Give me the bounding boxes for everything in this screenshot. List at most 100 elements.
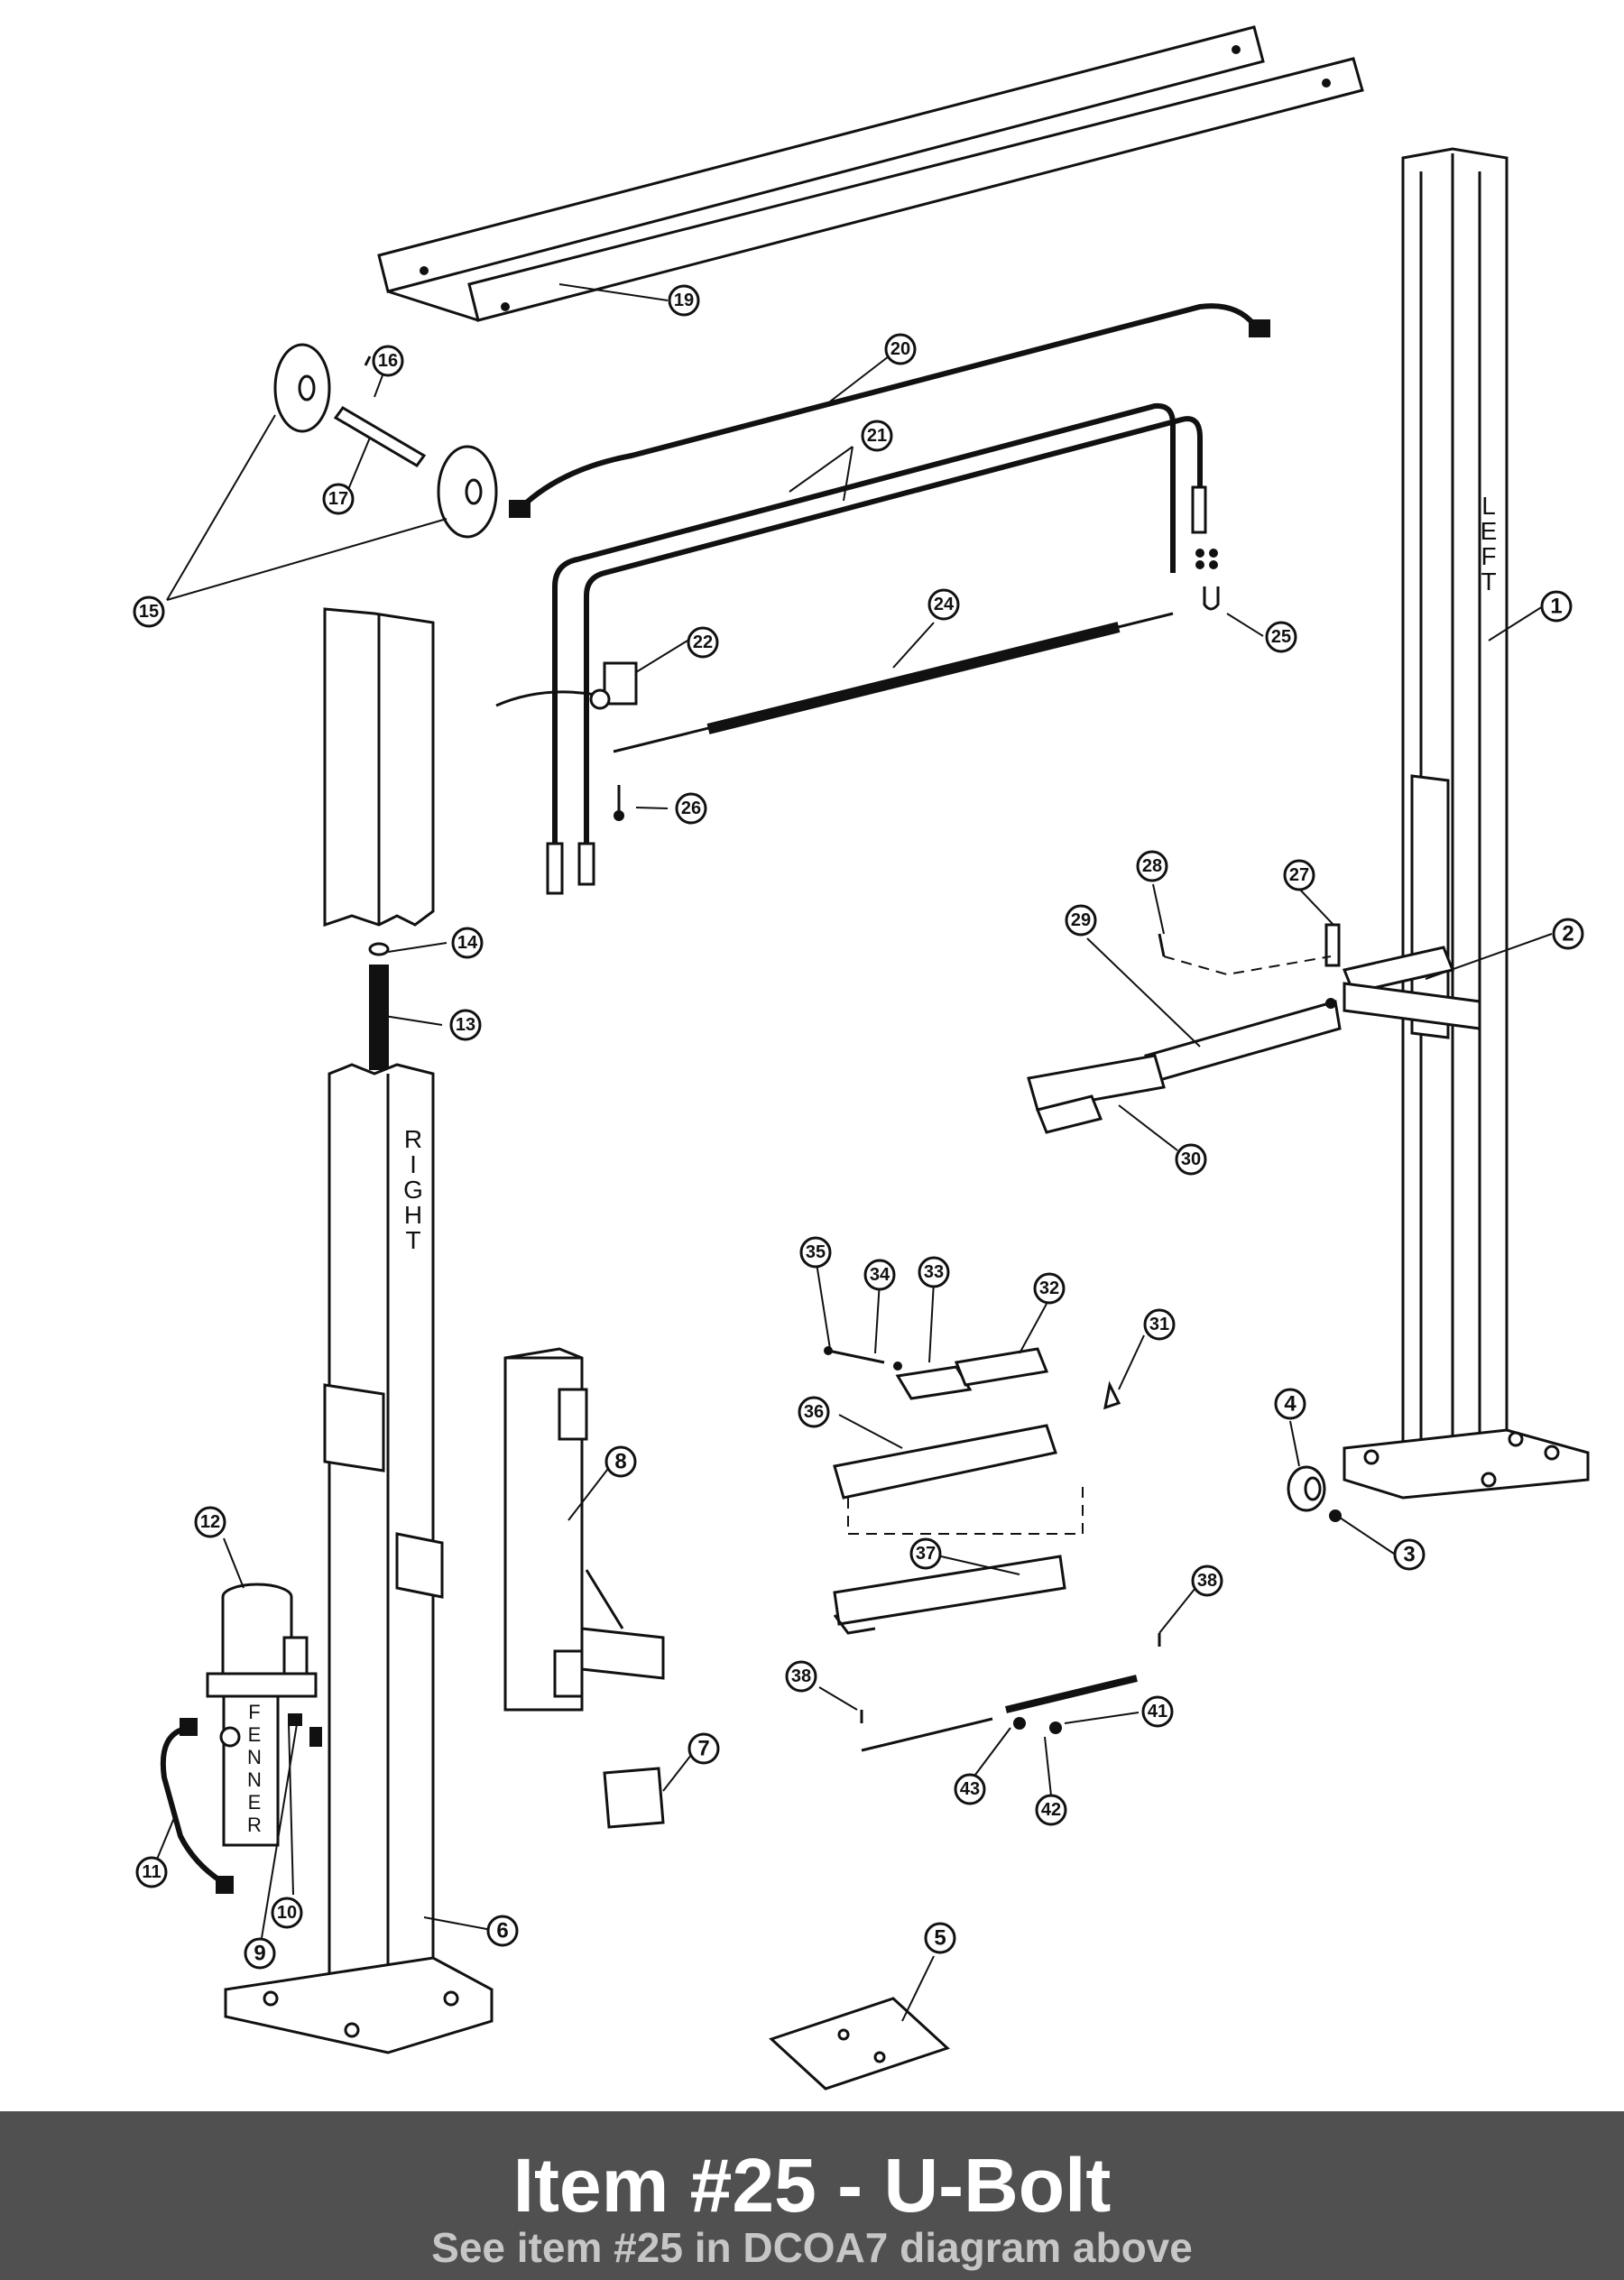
callout: 34: [863, 1259, 896, 1291]
svg-text:38: 38: [791, 1666, 811, 1686]
svg-text:E: E: [248, 1723, 262, 1746]
svg-text:H: H: [404, 1201, 422, 1229]
svg-text:R: R: [247, 1814, 262, 1836]
svg-text:N: N: [247, 1746, 262, 1768]
callout: 38: [1191, 1565, 1223, 1597]
right-post-upper: [323, 607, 435, 928]
callout: 29: [1065, 904, 1097, 937]
svg-text:T: T: [1481, 568, 1496, 595]
svg-text:17: 17: [328, 489, 348, 509]
callout: 19: [668, 284, 700, 317]
svg-text:37: 37: [916, 1544, 936, 1564]
callout: 22: [687, 626, 719, 659]
svg-text:36: 36: [804, 1402, 824, 1422]
svg-text:15: 15: [139, 602, 159, 622]
svg-text:27: 27: [1289, 865, 1309, 885]
u-bolt: [1195, 549, 1220, 611]
callout: 35: [799, 1236, 832, 1269]
callout: 9: [244, 1937, 276, 1970]
left-post: [1343, 147, 1590, 1500]
svg-text:4: 4: [1284, 1392, 1296, 1417]
callout: 37: [909, 1537, 942, 1570]
lower-rods: [860, 1633, 1161, 1752]
pressure-hose: [160, 1718, 234, 1894]
callout: 42: [1035, 1794, 1067, 1826]
svg-text:14: 14: [457, 933, 478, 953]
callout: 7: [687, 1732, 720, 1765]
svg-text:G: G: [403, 1176, 423, 1204]
fittings: [288, 1713, 322, 1747]
svg-text:3: 3: [1403, 1543, 1415, 1567]
callout: 27: [1283, 859, 1315, 891]
svg-text:7: 7: [697, 1737, 709, 1761]
svg-text:I: I: [410, 1150, 417, 1178]
callout: 15: [133, 595, 165, 628]
overhead-channel: [377, 25, 1364, 322]
left-post-label: L E F T: [1481, 492, 1498, 595]
callout: 36: [798, 1396, 830, 1428]
svg-text:21: 21: [867, 426, 887, 446]
callout: 31: [1143, 1308, 1176, 1341]
right-post: [224, 1063, 494, 2054]
callout: 12: [194, 1506, 226, 1538]
sheave-assembly: [273, 343, 498, 539]
svg-text:34: 34: [870, 1265, 890, 1285]
callout: 43: [954, 1773, 986, 1805]
svg-text:10: 10: [277, 1903, 297, 1923]
svg-text:13: 13: [456, 1015, 475, 1035]
svg-text:R: R: [404, 1125, 422, 1153]
svg-text:11: 11: [142, 1862, 161, 1882]
svg-text:T: T: [405, 1226, 420, 1254]
caption-subtitle: See item #25 in DCOA7 diagram above: [431, 2224, 1193, 2271]
svg-text:1: 1: [1550, 595, 1562, 619]
svg-text:43: 43: [960, 1779, 980, 1799]
callout: 26: [675, 792, 707, 825]
svg-text:12: 12: [200, 1512, 220, 1532]
svg-text:22: 22: [693, 632, 713, 652]
pin: [614, 785, 624, 821]
hydraulic-hose: [509, 303, 1270, 518]
callout: 3: [1393, 1538, 1426, 1571]
callout: 41: [1141, 1695, 1174, 1728]
carriage: [503, 1347, 665, 1829]
callout: 33: [918, 1256, 950, 1288]
svg-text:35: 35: [806, 1242, 826, 1262]
svg-text:E: E: [1481, 517, 1498, 545]
svg-text:L: L: [1481, 492, 1496, 520]
svg-text:5: 5: [934, 1926, 946, 1951]
svg-text:29: 29: [1071, 910, 1091, 930]
safety-rod: [613, 612, 1174, 753]
svg-text:28: 28: [1142, 856, 1162, 876]
svg-text:25: 25: [1271, 627, 1291, 647]
svg-text:16: 16: [378, 351, 398, 371]
callout: 14: [451, 927, 484, 959]
svg-text:9: 9: [254, 1942, 265, 1966]
callout: 2: [1552, 918, 1584, 950]
svg-text:42: 42: [1041, 1800, 1061, 1820]
caption-banner: Item #25 - U-Bolt See item #25 in DCOA7 …: [0, 2111, 1624, 2280]
callout: 4: [1274, 1388, 1306, 1420]
callout: 21: [861, 420, 893, 452]
left-arm-assembly: [1027, 774, 1481, 1134]
floor-plate: [769, 1997, 950, 2091]
power-unit: [206, 1583, 318, 1847]
svg-text:20: 20: [890, 339, 910, 359]
callout: 32: [1033, 1272, 1066, 1305]
callout: 16: [372, 345, 404, 377]
callout: 30: [1175, 1143, 1207, 1176]
safety-bracket: [495, 661, 638, 710]
hydraulic-cylinder: [368, 942, 390, 1070]
svg-text:E: E: [248, 1791, 262, 1814]
callout: 8: [604, 1445, 637, 1478]
svg-text:19: 19: [674, 291, 694, 310]
callout: 13: [449, 1009, 482, 1041]
equalizer-cables: [546, 402, 1207, 895]
svg-text:38: 38: [1197, 1571, 1217, 1591]
svg-text:32: 32: [1039, 1278, 1059, 1298]
motor-label: F E N N E R: [247, 1701, 262, 1836]
spacer: [1287, 1465, 1342, 1522]
leader-lines: [151, 283, 1553, 2022]
svg-text:8: 8: [614, 1450, 626, 1474]
callout: 20: [884, 333, 917, 365]
callout: 25: [1265, 621, 1297, 653]
